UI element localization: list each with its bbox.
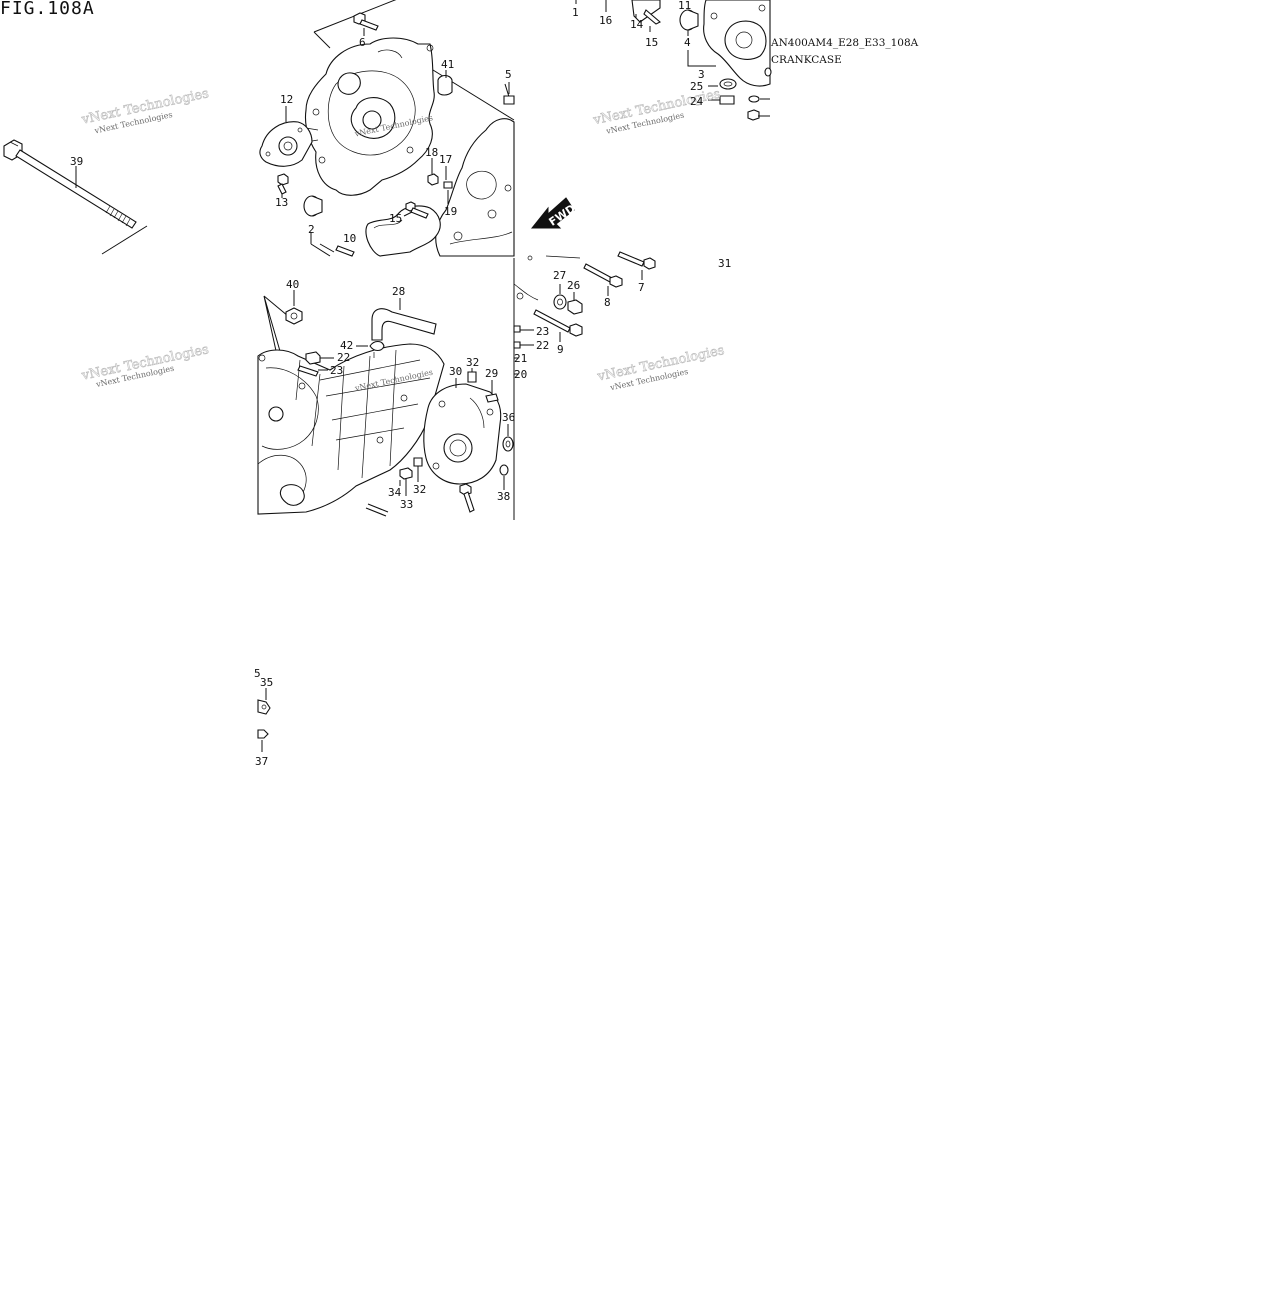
callout-34[interactable]: 34 [388, 486, 402, 499]
callout-40[interactable]: 40 [286, 278, 299, 291]
panel-middle-right [513, 251, 656, 520]
drawing-code: AN400AM4_E28_E33_108A [771, 37, 919, 49]
callout-10[interactable]: 10 [343, 232, 356, 245]
callout-23-left[interactable]: 23 [330, 364, 343, 377]
part-39-long-bolt[interactable] [3, 139, 148, 255]
callout-29[interactable]: 29 [485, 367, 498, 380]
callout-35[interactable]: 35 [260, 676, 273, 689]
callout-2[interactable]: 2 [308, 223, 315, 236]
callout-27[interactable]: 27 [553, 269, 566, 282]
part-bolt-lower[interactable] [319, 243, 355, 257]
part-18-17-19-fittings[interactable] [427, 158, 453, 204]
callout-3[interactable]: 3 [698, 68, 705, 81]
callout-41[interactable]: 41 [441, 58, 454, 71]
callout-5-lower[interactable]: 5 [254, 667, 261, 680]
part-41-breather-fitting[interactable] [437, 70, 453, 96]
panel-crankcase-left [304, 0, 515, 257]
callout-30[interactable]: 30 [449, 365, 462, 378]
callout-numbers: 1 2 3 4 5 6 7 8 9 10 11 12 13 14 15 15 1… [70, 0, 731, 768]
callout-25[interactable]: 25 [690, 80, 703, 93]
part-5-dowel-pin[interactable] [503, 82, 515, 105]
callout-12[interactable]: 12 [280, 93, 293, 106]
callout-31[interactable]: 31 [718, 257, 731, 270]
part-22-23-fittings[interactable] [297, 351, 334, 377]
part-42-clip[interactable] [356, 340, 385, 359]
callout-7[interactable]: 7 [638, 281, 645, 294]
callout-18[interactable]: 18 [425, 146, 438, 159]
callout-28[interactable]: 28 [392, 285, 405, 298]
callout-38[interactable]: 38 [497, 490, 510, 503]
part-2-bushing[interactable] [303, 195, 331, 257]
callout-16[interactable]: 16 [599, 14, 612, 27]
callout-19[interactable]: 19 [444, 205, 457, 218]
callout-6[interactable]: 6 [359, 36, 366, 49]
part-35-37-small[interactable] [257, 688, 271, 752]
callout-14[interactable]: 14 [630, 18, 644, 31]
callout-1[interactable]: 1 [572, 6, 579, 19]
part-6-bolt[interactable] [353, 12, 379, 36]
callout-5[interactable]: 5 [505, 68, 512, 81]
part-12-cover[interactable] [259, 106, 313, 167]
part-15-bolt-left[interactable] [403, 201, 429, 219]
part-40-nut[interactable] [285, 290, 303, 325]
callout-9[interactable]: 9 [557, 343, 564, 356]
callout-33[interactable]: 33 [400, 498, 413, 511]
group-name: CRANKCASE [771, 54, 842, 66]
callout-15-left[interactable]: 15 [389, 212, 402, 225]
part-13-bolt[interactable] [277, 173, 289, 198]
panel-crankcase-right [257, 295, 514, 517]
callout-26[interactable]: 26 [567, 279, 580, 292]
callout-42[interactable]: 42 [340, 339, 353, 352]
direction-arrow-icon: FWD [530, 197, 578, 229]
callout-8[interactable]: 8 [604, 296, 611, 309]
callout-20[interactable]: 20 [514, 368, 527, 381]
callout-22-left[interactable]: 22 [337, 351, 350, 364]
callout-22-right[interactable]: 22 [536, 339, 549, 352]
callout-4[interactable]: 4 [684, 36, 691, 49]
callout-37[interactable]: 37 [255, 755, 268, 768]
callout-36[interactable]: 36 [502, 411, 515, 424]
figure-title: FIG.108A [0, 0, 95, 19]
callout-21[interactable]: 21 [514, 352, 527, 365]
callout-23-right[interactable]: 23 [536, 325, 549, 338]
callout-32-upper[interactable]: 32 [466, 356, 479, 369]
callout-11[interactable]: 11 [678, 0, 691, 12]
callout-17[interactable]: 17 [439, 153, 452, 166]
panel-top-right [575, 0, 772, 121]
part-28-hose[interactable] [371, 298, 437, 341]
callout-32-lower[interactable]: 32 [413, 483, 426, 496]
callout-39[interactable]: 39 [70, 155, 83, 168]
callout-15-right[interactable]: 15 [645, 36, 658, 49]
callout-13[interactable]: 13 [275, 196, 288, 209]
callout-24[interactable]: 24 [690, 95, 704, 108]
